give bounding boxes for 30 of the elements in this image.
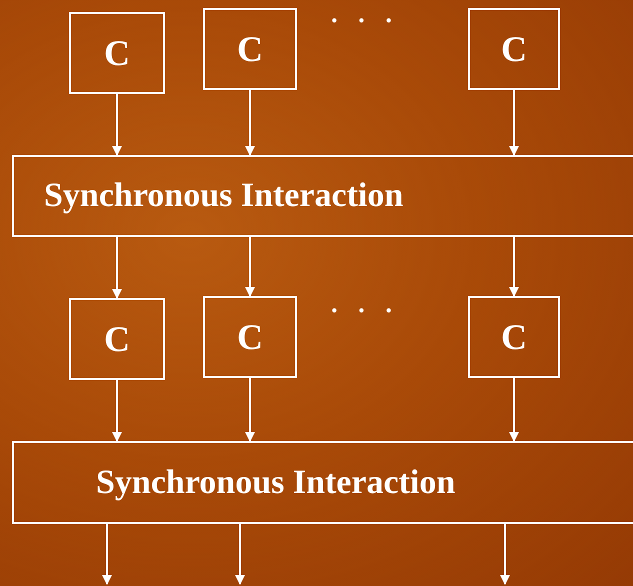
component-box bbox=[203, 8, 297, 90]
arrow bbox=[102, 524, 112, 585]
component-box bbox=[203, 296, 297, 378]
arrow bbox=[245, 90, 255, 156]
ellipsis: · · · bbox=[330, 6, 400, 36]
arrow bbox=[500, 524, 510, 585]
arrow bbox=[509, 90, 519, 156]
box-label: Synchronous Interaction bbox=[44, 177, 404, 215]
component-box bbox=[468, 8, 560, 90]
interaction-box bbox=[12, 441, 633, 524]
interaction-box bbox=[12, 155, 633, 237]
arrow bbox=[112, 94, 122, 156]
ellipsis: · · · bbox=[330, 296, 400, 326]
component-box bbox=[69, 298, 165, 380]
box-label: C bbox=[237, 28, 263, 70]
arrow bbox=[509, 378, 519, 442]
arrow bbox=[235, 524, 245, 585]
box-label: C bbox=[237, 316, 263, 358]
box-label: Synchronous Interaction bbox=[96, 464, 456, 502]
box-label: C bbox=[104, 318, 130, 360]
arrow bbox=[245, 237, 255, 297]
arrow bbox=[112, 237, 122, 299]
arrow bbox=[509, 237, 519, 297]
arrow bbox=[112, 380, 122, 442]
component-box bbox=[69, 12, 165, 94]
box-label: C bbox=[501, 28, 527, 70]
box-label: C bbox=[501, 316, 527, 358]
box-label: C bbox=[104, 32, 130, 74]
arrow bbox=[245, 378, 255, 442]
component-box bbox=[468, 296, 560, 378]
